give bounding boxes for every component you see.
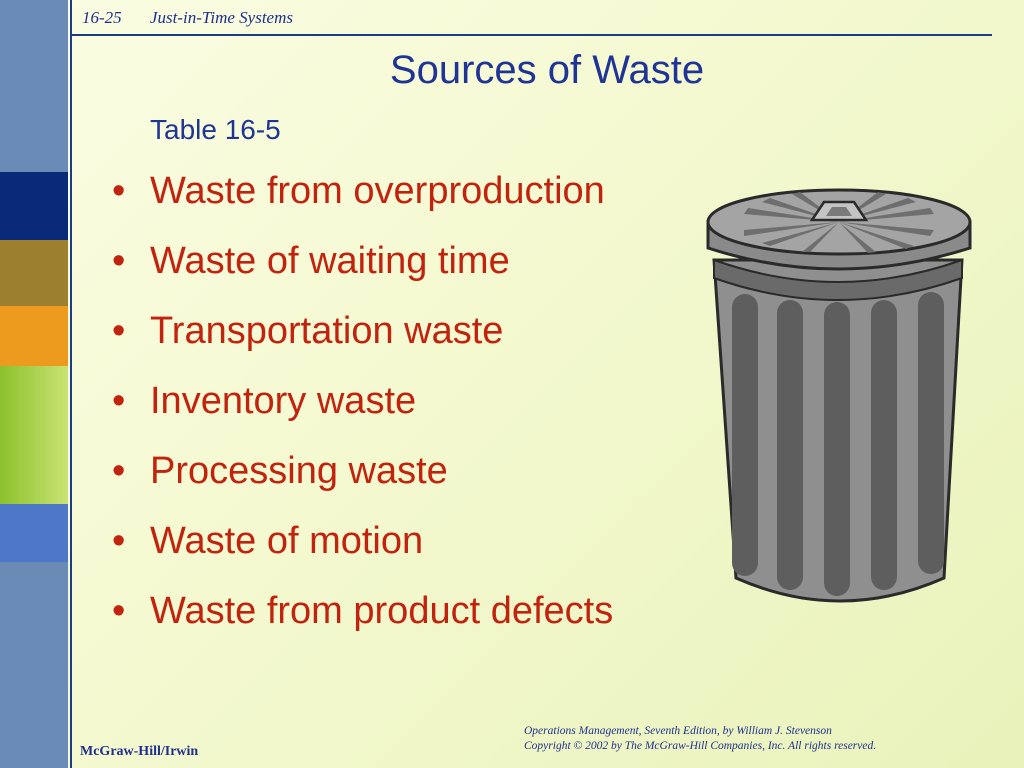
slide-header: 16-25 Just-in-Time Systems xyxy=(82,8,293,28)
waste-list: • Waste from overproduction • Waste of wai… xyxy=(112,168,613,658)
list-item-text: Inventory waste xyxy=(150,380,417,422)
list-item-text: Waste from product defects xyxy=(150,590,614,632)
chapter-title: Just-in-Time Systems xyxy=(149,8,293,27)
list-item-text: Waste of waiting time xyxy=(150,240,510,282)
list-item: • Transportation waste xyxy=(112,308,613,378)
stripe-segment-steel-bottom xyxy=(0,562,68,768)
slide-title: Sources of Waste xyxy=(389,48,705,92)
list-item: • Waste of waiting time xyxy=(112,238,613,308)
stripe-segment-steel xyxy=(0,0,68,172)
bullet-dot-icon: • xyxy=(112,520,126,562)
list-item-text: Waste of motion xyxy=(150,520,424,562)
stripe-segment-olive xyxy=(0,240,68,306)
bullet-dot-icon: • xyxy=(112,380,126,422)
side-color-stripe xyxy=(0,0,68,768)
page-number: 16-25 xyxy=(82,8,122,27)
slide-subtitle: Table 16-5 xyxy=(150,114,281,145)
copyright-text: Copyright © 2002 by The McGraw-Hill Comp… xyxy=(524,740,877,752)
header-rule xyxy=(72,34,992,36)
list-item-text: Processing waste xyxy=(150,450,448,492)
list-item-text: Waste from overproduction xyxy=(150,170,605,212)
list-item: • Waste from overproduction xyxy=(112,168,613,238)
list-item: • Processing waste xyxy=(112,448,613,518)
bullet-dot-icon: • xyxy=(112,310,126,352)
bullet-dot-icon: • xyxy=(112,450,126,492)
stripe-segment-orange xyxy=(0,306,68,366)
list-item: • Waste from product defects xyxy=(112,588,613,658)
stripe-segment-green xyxy=(0,366,68,504)
list-item: • Waste of motion xyxy=(112,518,613,588)
stripe-segment-blue xyxy=(0,504,68,562)
list-item-text: Transportation waste xyxy=(150,310,504,352)
bullet-dot-icon: • xyxy=(112,170,126,212)
bullet-dot-icon: • xyxy=(112,590,126,632)
stripe-segment-navy xyxy=(0,172,68,240)
copyright-notice: Operations Management, Seventh Edition, … xyxy=(524,724,876,754)
bullet-dot-icon: • xyxy=(112,240,126,282)
book-citation: Operations Management, Seventh Edition, … xyxy=(524,725,832,737)
vertical-rule xyxy=(70,0,72,768)
publisher-label: McGraw-Hill/Irwin xyxy=(80,744,199,759)
trash-can-icon xyxy=(706,188,972,603)
list-item: • Inventory waste xyxy=(112,378,613,448)
